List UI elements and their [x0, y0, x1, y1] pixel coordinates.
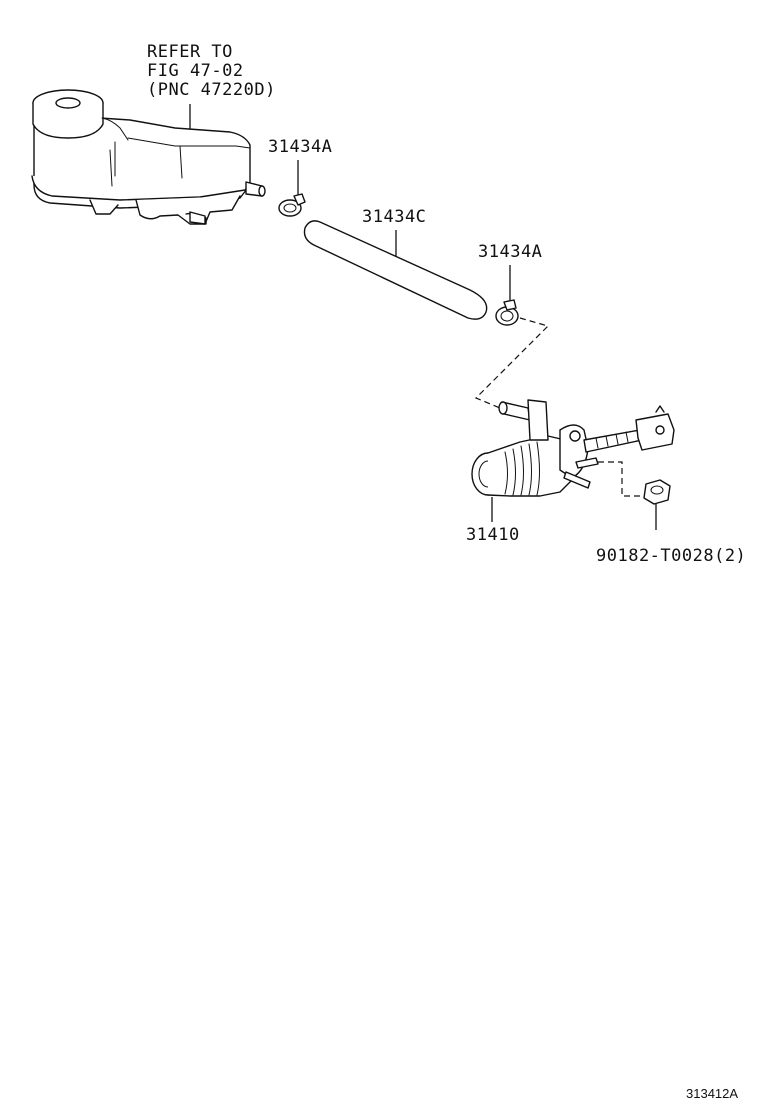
reference-note-line3: (PNC 47220D): [147, 80, 276, 100]
reference-note-line2: FIG 47-02: [147, 61, 244, 81]
flange-nut: [643, 479, 671, 505]
figure-id: 313412A: [686, 1086, 738, 1101]
callout-nut: 90182-T0028(2): [596, 546, 746, 566]
callout-hose: 31434C: [362, 207, 426, 227]
alignment-line-inlet: [474, 317, 550, 409]
hose-clamp-upper: [278, 193, 306, 217]
callout-master-cylinder: 31410: [466, 525, 520, 545]
alignment-line-nut: [598, 461, 646, 497]
reference-note-line1: REFER TO: [147, 42, 233, 62]
callout-clamp-lower: 31434A: [478, 242, 542, 262]
hose: [303, 220, 488, 320]
reservoir-tank: [31, 89, 266, 225]
hose-clamp-lower: [495, 299, 519, 326]
callout-clamp-upper: 31434A: [268, 137, 332, 157]
clutch-master-cylinder: [471, 399, 675, 497]
